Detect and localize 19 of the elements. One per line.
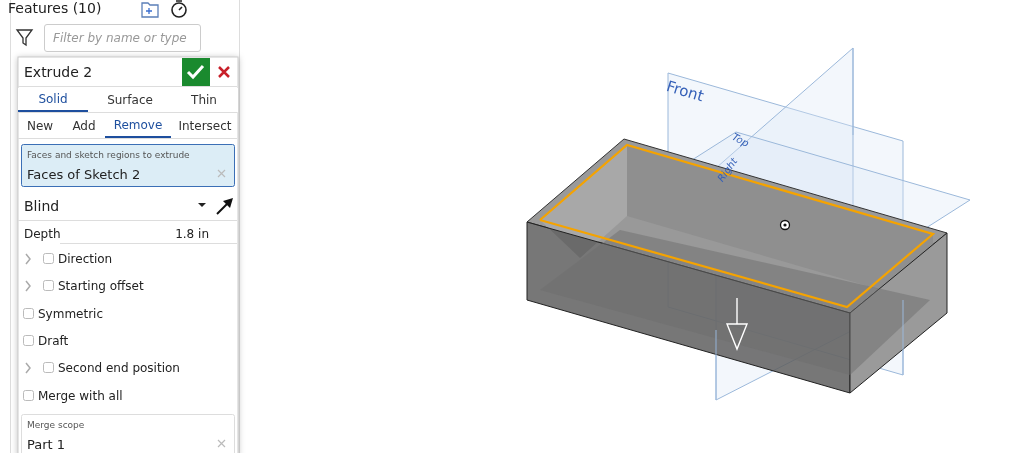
tab: Solid (18, 88, 88, 112)
dialog-title: Extrude 2 (24, 65, 93, 79)
field-label: Faces and sketch regions to extrude (27, 151, 190, 160)
dropdown-value: Blind (24, 199, 60, 213)
selection-value: Faces of Sketch 2 (27, 168, 141, 181)
checkbox-label: Direction (58, 253, 113, 265)
field-label: Merge scope (27, 421, 85, 430)
panel-title: Features (10) (8, 1, 102, 15)
checkbox-label: Second end position (58, 362, 180, 374)
checkbox-label: Draft (38, 335, 69, 347)
field-label: Depth (24, 228, 61, 240)
plane-label: Front (664, 79, 706, 105)
depth-value: 1.8 in (174, 228, 209, 240)
checkbox-label: Starting offset (58, 280, 144, 292)
filter-input-field: Filter by name or type (44, 24, 201, 52)
plane-label: Top (730, 132, 751, 149)
selection-value: Part 1 (27, 438, 66, 451)
checkbox-label: Merge with all (38, 390, 123, 402)
checkbox-label: Symmetric (38, 308, 104, 320)
